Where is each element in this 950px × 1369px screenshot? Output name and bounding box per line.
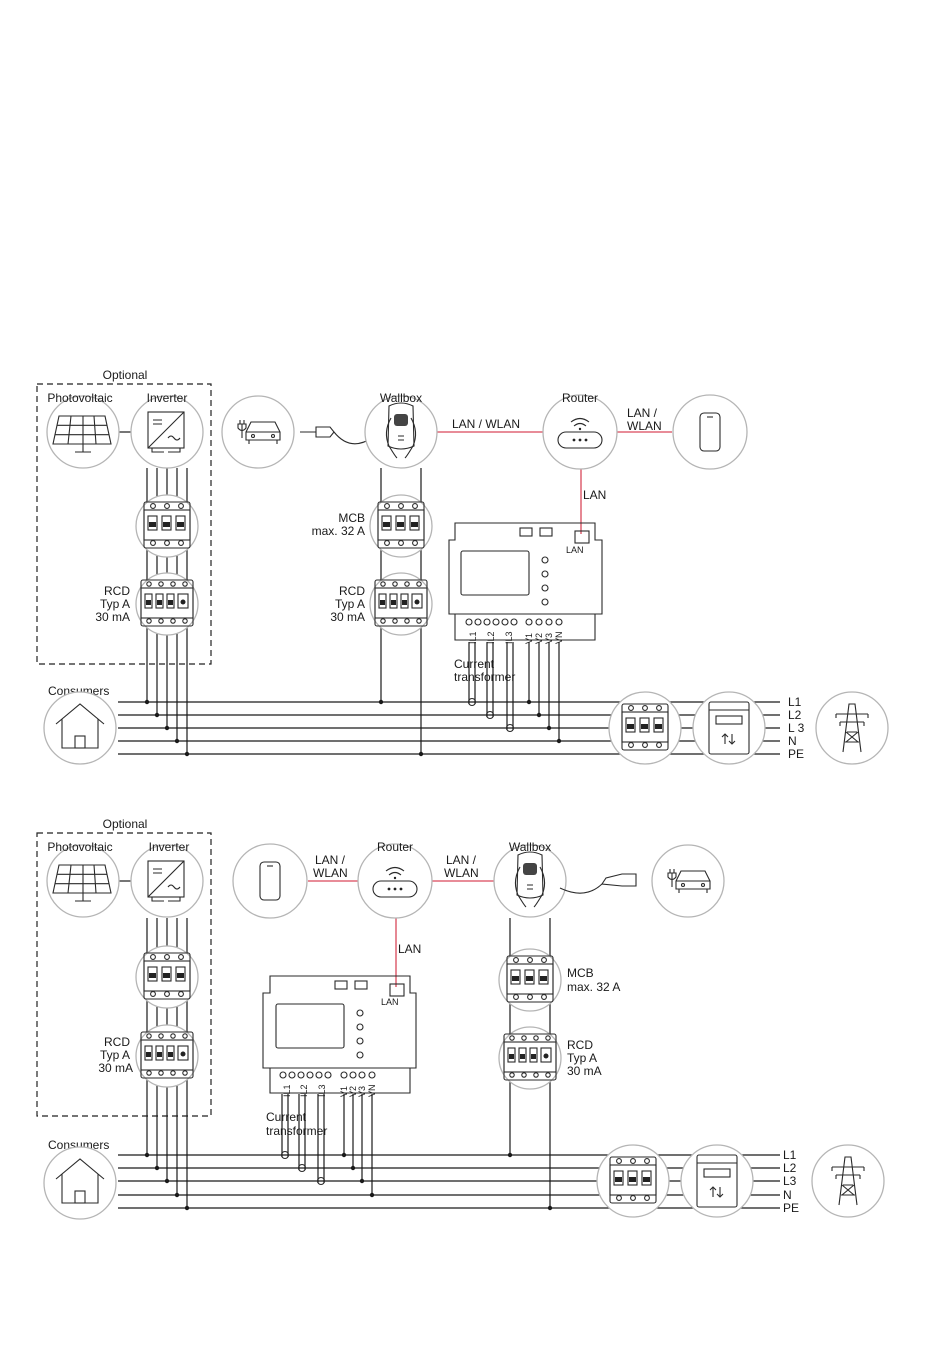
charging-cable xyxy=(559,883,603,894)
diagram-1: Optional L1 L2 L 3 N PE xyxy=(36,368,889,765)
terminal-v3: V3 xyxy=(544,633,554,644)
wallbox-circle xyxy=(364,395,438,469)
lan-wlan-label-phone-2: WLAN xyxy=(627,419,662,433)
terminal-v2: V2 xyxy=(534,633,544,644)
current-transformer-wires xyxy=(280,1094,326,1186)
terminal-v3: V3 xyxy=(357,1086,367,1097)
current-transformer-label-2: transformer xyxy=(266,1124,327,1138)
mcb-label-2: max. 32 A xyxy=(567,980,620,994)
optional-box xyxy=(36,383,212,665)
grid-circle xyxy=(815,691,889,765)
pv-rcd-label-1: RCD xyxy=(104,1035,130,1049)
lan-wlan-label-phone-1: LAN / xyxy=(627,406,658,420)
wallbox-rcd-label-1: RCD xyxy=(567,1038,593,1052)
pv-rcd-label-3: 30 mA xyxy=(98,1061,133,1075)
consumers-label: Consumers xyxy=(48,1138,109,1152)
wallbox-label: Wallbox xyxy=(509,840,551,854)
photovoltaic-label: Photovoltaic xyxy=(47,840,112,854)
current-transformer-label-2: transformer xyxy=(454,670,515,684)
bus-l1: L1 xyxy=(788,695,802,709)
mcb-label-2: max. 32 A xyxy=(312,524,365,538)
terminal-vn: VN xyxy=(367,1084,377,1097)
energy-meter xyxy=(262,975,417,1094)
terminal-v2: V2 xyxy=(348,1086,358,1097)
lan-wlan-label-phone-2: WLAN xyxy=(313,866,348,880)
meter-lan-label: LAN xyxy=(381,997,399,1007)
inverter-circle xyxy=(130,844,204,918)
wallbox-rcd-label-2: Typ A xyxy=(567,1051,597,1065)
lan-wlan-label-wallbox-1: LAN / xyxy=(446,853,477,867)
charging-connector-icon xyxy=(601,873,637,887)
wallbox-rcd-label-1: RCD xyxy=(339,584,365,598)
terminal-v1: V1 xyxy=(339,1086,349,1097)
lan-label: LAN xyxy=(583,488,606,502)
terminal-il1: IL1 xyxy=(468,631,478,644)
bus-l2: L2 xyxy=(788,708,802,722)
optional-box xyxy=(36,832,212,1117)
terminal-vn: VN xyxy=(554,631,564,644)
meter-lan-label: LAN xyxy=(566,545,584,555)
router-label: Router xyxy=(377,840,413,854)
pv-rcd-label-3: 30 mA xyxy=(95,610,130,624)
pv-rcd-label-2: Typ A xyxy=(100,1048,130,1062)
pv-rcd-label-2: Typ A xyxy=(100,597,130,611)
consumers-circle xyxy=(43,1146,117,1220)
bus-l2: L2 xyxy=(783,1161,797,1175)
wallbox-rcd-label-3: 30 mA xyxy=(567,1064,602,1078)
wallbox-rcd-label-2: Typ A xyxy=(335,597,365,611)
terminal-il3: IL3 xyxy=(317,1084,327,1097)
wallbox-rcd-label-3: 30 mA xyxy=(330,610,365,624)
terminal-il3: IL3 xyxy=(504,631,514,644)
grid-meter-circle xyxy=(692,691,766,765)
diagram-2: Optional L1 L2 L3 N PE xyxy=(36,817,885,1220)
charging-connector-icon xyxy=(300,426,335,438)
mcb-label-1: MCB xyxy=(338,511,365,525)
bus-l1: L1 xyxy=(783,1148,797,1162)
wallbox-label: Wallbox xyxy=(380,391,422,405)
terminal-il1: IL1 xyxy=(282,1084,292,1097)
current-transformer-label-1: Current xyxy=(454,657,495,671)
wallbox-circle xyxy=(493,844,567,918)
energy-meter xyxy=(448,522,603,641)
grid-meter-circle xyxy=(680,1144,754,1218)
bus-n: N xyxy=(783,1188,792,1202)
bus-lines xyxy=(118,1154,780,1209)
inverter-label: Inverter xyxy=(147,391,188,405)
optional-label: Optional xyxy=(103,368,148,382)
bus-pe: PE xyxy=(788,747,804,761)
bus-l3: L 3 xyxy=(788,721,805,735)
optional-label: Optional xyxy=(103,817,148,831)
terminal-il2: IL2 xyxy=(299,1084,309,1097)
lan-label: LAN xyxy=(398,942,421,956)
pv-rcd-label-1: RCD xyxy=(104,584,130,598)
inverter-circle xyxy=(130,395,204,469)
consumers-circle xyxy=(43,691,117,765)
photovoltaic-label: Photovoltaic xyxy=(47,391,112,405)
lan-wlan-label-phone-1: LAN / xyxy=(315,853,346,867)
bus-pe: PE xyxy=(783,1201,799,1215)
meter-voltage-wires xyxy=(528,642,560,741)
router-label: Router xyxy=(562,391,598,405)
current-transformer-label-1: Current xyxy=(266,1110,307,1124)
lan-wlan-label-wallbox-2: WLAN xyxy=(444,866,479,880)
bus-n: N xyxy=(788,734,797,748)
mcb-label-1: MCB xyxy=(567,966,594,980)
meter-voltage-wires xyxy=(343,1094,373,1195)
inverter-label: Inverter xyxy=(149,840,190,854)
lan-wlan-label: LAN / WLAN xyxy=(452,417,520,431)
grid-circle xyxy=(811,1144,885,1218)
terminal-il2: IL2 xyxy=(486,631,496,644)
current-transformer-wires xyxy=(467,642,515,733)
smartphone-circle xyxy=(672,394,748,470)
terminal-v1: V1 xyxy=(524,633,534,644)
smartphone-circle xyxy=(232,843,308,919)
bus-l3: L3 xyxy=(783,1174,797,1188)
